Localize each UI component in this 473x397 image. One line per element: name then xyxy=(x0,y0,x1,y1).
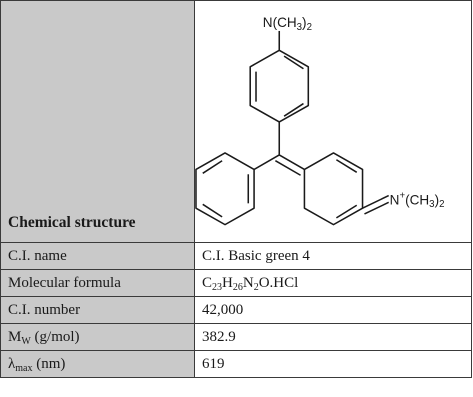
row-value: 42,000 xyxy=(194,296,472,324)
chemical-structure-diagram: N(CH3)2 N+(CH3)2 xyxy=(195,15,445,226)
row-value: 619 xyxy=(194,350,472,378)
table-row: C.I. name C.I. Basic green 4 xyxy=(0,242,472,270)
table-row: MW (g/mol) 382.9 xyxy=(0,323,472,351)
top-benzene-ring xyxy=(249,49,310,123)
row-value: 382.9 xyxy=(194,323,472,351)
row-label: C.I. name xyxy=(0,242,195,270)
top-dimethylamino-label: N(CH3)2 xyxy=(263,15,312,33)
table-row: C.I. number 42,000 xyxy=(0,296,472,324)
right-quinoid-ring xyxy=(303,152,364,226)
structure-label: Chemical structure xyxy=(0,0,195,243)
molecular-formula-value: C23H26N2O.HCl xyxy=(194,269,472,297)
table-row: Molecular formula C23H26N2O.HCl xyxy=(0,269,472,297)
row-value: C.I. Basic green 4 xyxy=(194,242,472,270)
left-benzene-ring xyxy=(195,152,255,226)
table-row: λmax (nm) 619 xyxy=(0,350,472,378)
row-label: C.I. number xyxy=(0,296,195,324)
row-label: Molecular formula xyxy=(0,269,195,297)
molecular-weight-label: MW (g/mol) xyxy=(0,323,195,351)
properties-table: Chemical structure xyxy=(0,0,472,378)
right-iminium-label: N+(CH3)2 xyxy=(390,190,445,210)
structure-row: Chemical structure xyxy=(0,0,472,243)
lambda-max-label: λmax (nm) xyxy=(0,350,195,378)
structure-cell: N(CH3)2 N+(CH3)2 xyxy=(194,0,472,243)
